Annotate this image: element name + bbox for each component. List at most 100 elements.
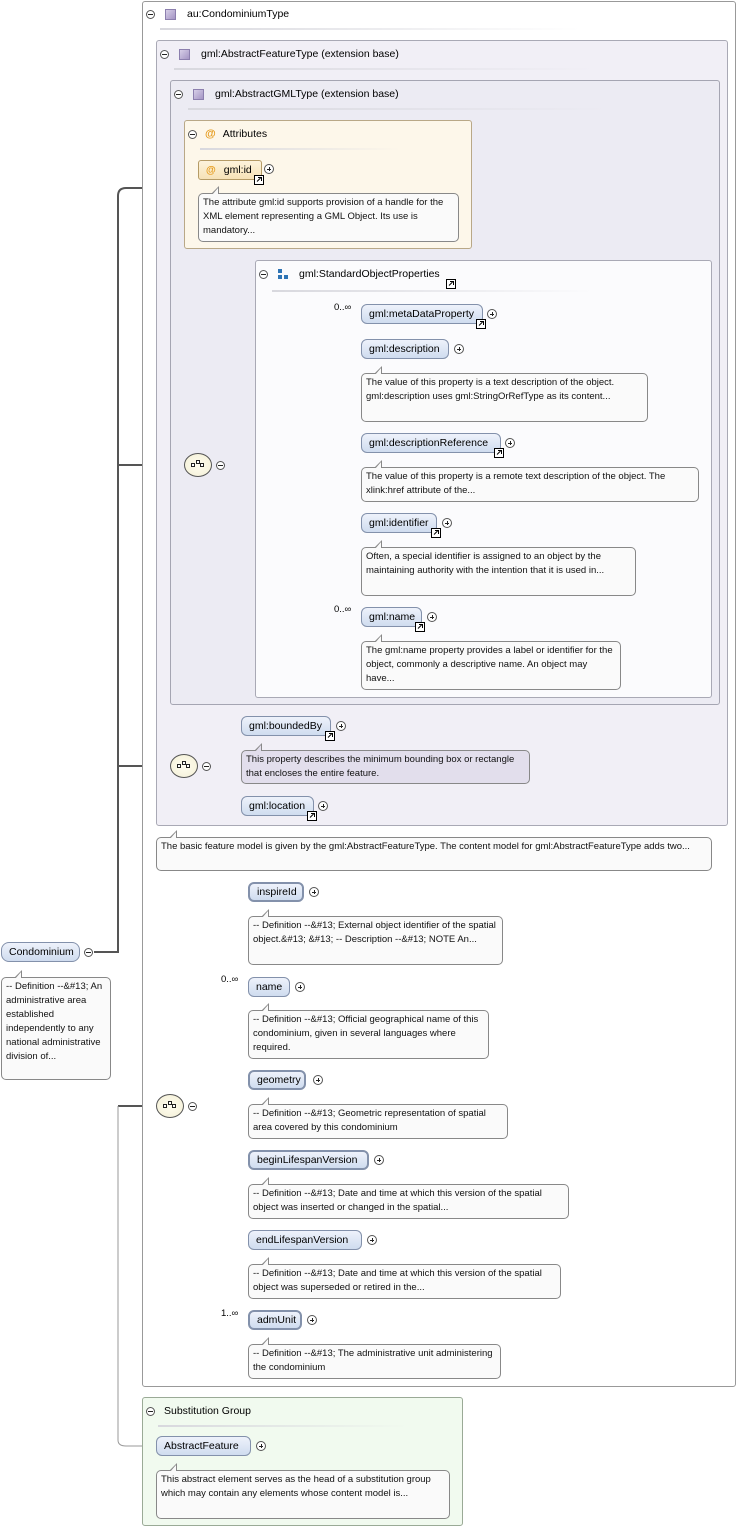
gml-description-doc: The value of this property is a text des… <box>361 366 648 422</box>
substitution-title: Substitution Group <box>164 1405 251 1417</box>
doc-text: The attribute gml:id supports provision … <box>203 197 444 236</box>
expand-icon[interactable] <box>309 887 319 897</box>
admunit-doc: -- Definition --&#13; The administrative… <box>248 1337 501 1379</box>
expand-icon[interactable] <box>487 309 497 319</box>
endlifespanversion-doc: -- Definition --&#13; Date and time at w… <box>248 1257 561 1299</box>
root-element-label: Condominium <box>9 946 74 958</box>
element-beginlifespanversion[interactable]: beginLifespanVersion <box>248 1150 369 1170</box>
element-endlifespanversion[interactable]: endLifespanVersion <box>248 1230 362 1250</box>
cardinality-label: 1..∞ <box>221 1308 239 1319</box>
expand-icon[interactable] <box>427 612 437 622</box>
root-doc-text: -- Definition --&#13; An administrative … <box>6 981 103 1062</box>
element-name[interactable]: name <box>248 977 290 997</box>
cardinality-label: 0..∞ <box>334 302 352 313</box>
element-geometry[interactable]: geometry <box>248 1070 306 1090</box>
element-label: endLifespanVersion <box>256 1234 349 1246</box>
collapse-icon[interactable] <box>188 129 197 139</box>
element-label: inspireId <box>257 886 297 898</box>
link-arrow-icon[interactable] <box>254 175 264 185</box>
link-arrow-icon[interactable] <box>325 731 335 741</box>
element-abstractfeature[interactable]: AbstractFeature <box>156 1436 251 1456</box>
root-element-condominium[interactable]: Condominium <box>1 942 80 962</box>
element-gml-descriptionreference[interactable]: gml:descriptionReference <box>361 433 501 453</box>
element-label: name <box>256 981 283 993</box>
link-arrow-icon[interactable] <box>494 448 504 458</box>
attribute-label: gml:id <box>223 164 252 176</box>
expand-icon[interactable] <box>454 344 464 354</box>
sequence-icon[interactable] <box>156 1094 184 1118</box>
doc-text: The value of this property is a remote t… <box>366 471 666 496</box>
element-gml-boundedby[interactable]: gml:boundedBy <box>241 716 331 736</box>
link-arrow-icon[interactable] <box>431 528 441 538</box>
gml-boundedby-doc: This property describes the minimum boun… <box>241 743 530 784</box>
expand-icon[interactable] <box>336 721 346 731</box>
doc-text: -- Definition --&#13; Date and time at w… <box>253 1268 542 1293</box>
divider <box>200 148 400 150</box>
collapse-icon[interactable] <box>259 269 268 279</box>
element-admunit[interactable]: admUnit <box>248 1310 302 1330</box>
expand-icon[interactable] <box>442 518 452 528</box>
sequence-icon[interactable] <box>184 453 212 477</box>
abstract-feature-type-header[interactable]: gml:AbstractFeatureType (extension base) <box>160 48 399 60</box>
abstractfeature-doc: This abstract element serves as the head… <box>156 1463 450 1519</box>
collapse-icon[interactable] <box>160 49 169 59</box>
collapse-icon[interactable] <box>202 762 211 771</box>
collapse-icon[interactable] <box>216 461 225 470</box>
expand-icon[interactable] <box>295 982 305 992</box>
attributes-title: Attributes <box>222 128 268 140</box>
element-gml-metadataproperty[interactable]: gml:metaDataProperty <box>361 304 483 324</box>
element-label: gml:metaDataProperty <box>369 308 475 320</box>
doc-text: The basic feature model is given by the … <box>161 841 690 852</box>
substitution-group-header[interactable]: Substitution Group <box>146 1405 251 1417</box>
expand-icon[interactable] <box>307 1315 317 1325</box>
element-label: gml:name <box>369 611 416 623</box>
doc-text: The value of this property is a text des… <box>366 377 615 402</box>
element-gml-name[interactable]: gml:name <box>361 607 422 627</box>
expand-icon[interactable] <box>256 1441 266 1451</box>
expand-icon[interactable] <box>264 164 274 174</box>
element-label: beginLifespanVersion <box>257 1154 358 1166</box>
element-label: gml:description <box>369 343 440 355</box>
complex-type-icon <box>179 48 190 60</box>
link-arrow-icon[interactable] <box>307 811 317 821</box>
expand-icon[interactable] <box>374 1155 384 1165</box>
link-arrow-icon[interactable] <box>415 622 425 632</box>
condominium-type-header[interactable]: au:CondominiumType <box>146 8 289 20</box>
collapse-icon[interactable] <box>146 1406 155 1416</box>
sequence-icon[interactable] <box>170 754 198 778</box>
collapse-icon[interactable] <box>146 9 155 19</box>
doc-text: -- Definition --&#13; External object id… <box>253 920 496 945</box>
element-gml-identifier[interactable]: gml:identifier <box>361 513 437 533</box>
expand-icon[interactable] <box>313 1075 323 1085</box>
expand-icon[interactable] <box>318 801 328 811</box>
attribute-icon: @ <box>205 128 216 140</box>
geometry-doc: -- Definition --&#13; Geometric represen… <box>248 1097 508 1139</box>
element-label: gml:descriptionReference <box>369 437 489 449</box>
standard-object-properties-header[interactable]: gml:StandardObjectProperties <box>259 268 440 280</box>
element-label: gml:boundedBy <box>249 720 322 732</box>
element-gml-description[interactable]: gml:description <box>361 339 449 359</box>
doc-text: The gml:name property provides a label o… <box>366 645 613 684</box>
expand-icon[interactable] <box>367 1235 377 1245</box>
link-arrow-icon[interactable] <box>446 279 456 289</box>
element-label: gml:location <box>249 800 306 812</box>
attribute-gml-id[interactable]: @ gml:id <box>198 160 262 180</box>
attributes-header[interactable]: @ Attributes <box>188 128 267 140</box>
expand-icon[interactable] <box>505 438 515 448</box>
divider <box>272 290 592 292</box>
element-inspireid[interactable]: inspireId <box>248 882 304 902</box>
abstract-gml-type-header[interactable]: gml:AbstractGMLType (extension base) <box>174 88 399 100</box>
doc-text: Often, a special identifier is assigned … <box>366 551 605 576</box>
doc-text: -- Definition --&#13; Official geographi… <box>253 1014 479 1053</box>
element-label: geometry <box>257 1074 301 1086</box>
root-element-doc: -- Definition --&#13; An administrative … <box>1 970 111 1080</box>
collapse-icon[interactable] <box>84 948 93 957</box>
element-gml-location[interactable]: gml:location <box>241 796 314 816</box>
element-label: gml:identifier <box>369 517 429 529</box>
divider <box>160 28 580 30</box>
collapse-icon[interactable] <box>188 1102 197 1111</box>
std-props-title: gml:StandardObjectProperties <box>299 268 440 280</box>
collapse-icon[interactable] <box>174 89 183 99</box>
link-arrow-icon[interactable] <box>476 319 486 329</box>
divider <box>188 108 608 110</box>
